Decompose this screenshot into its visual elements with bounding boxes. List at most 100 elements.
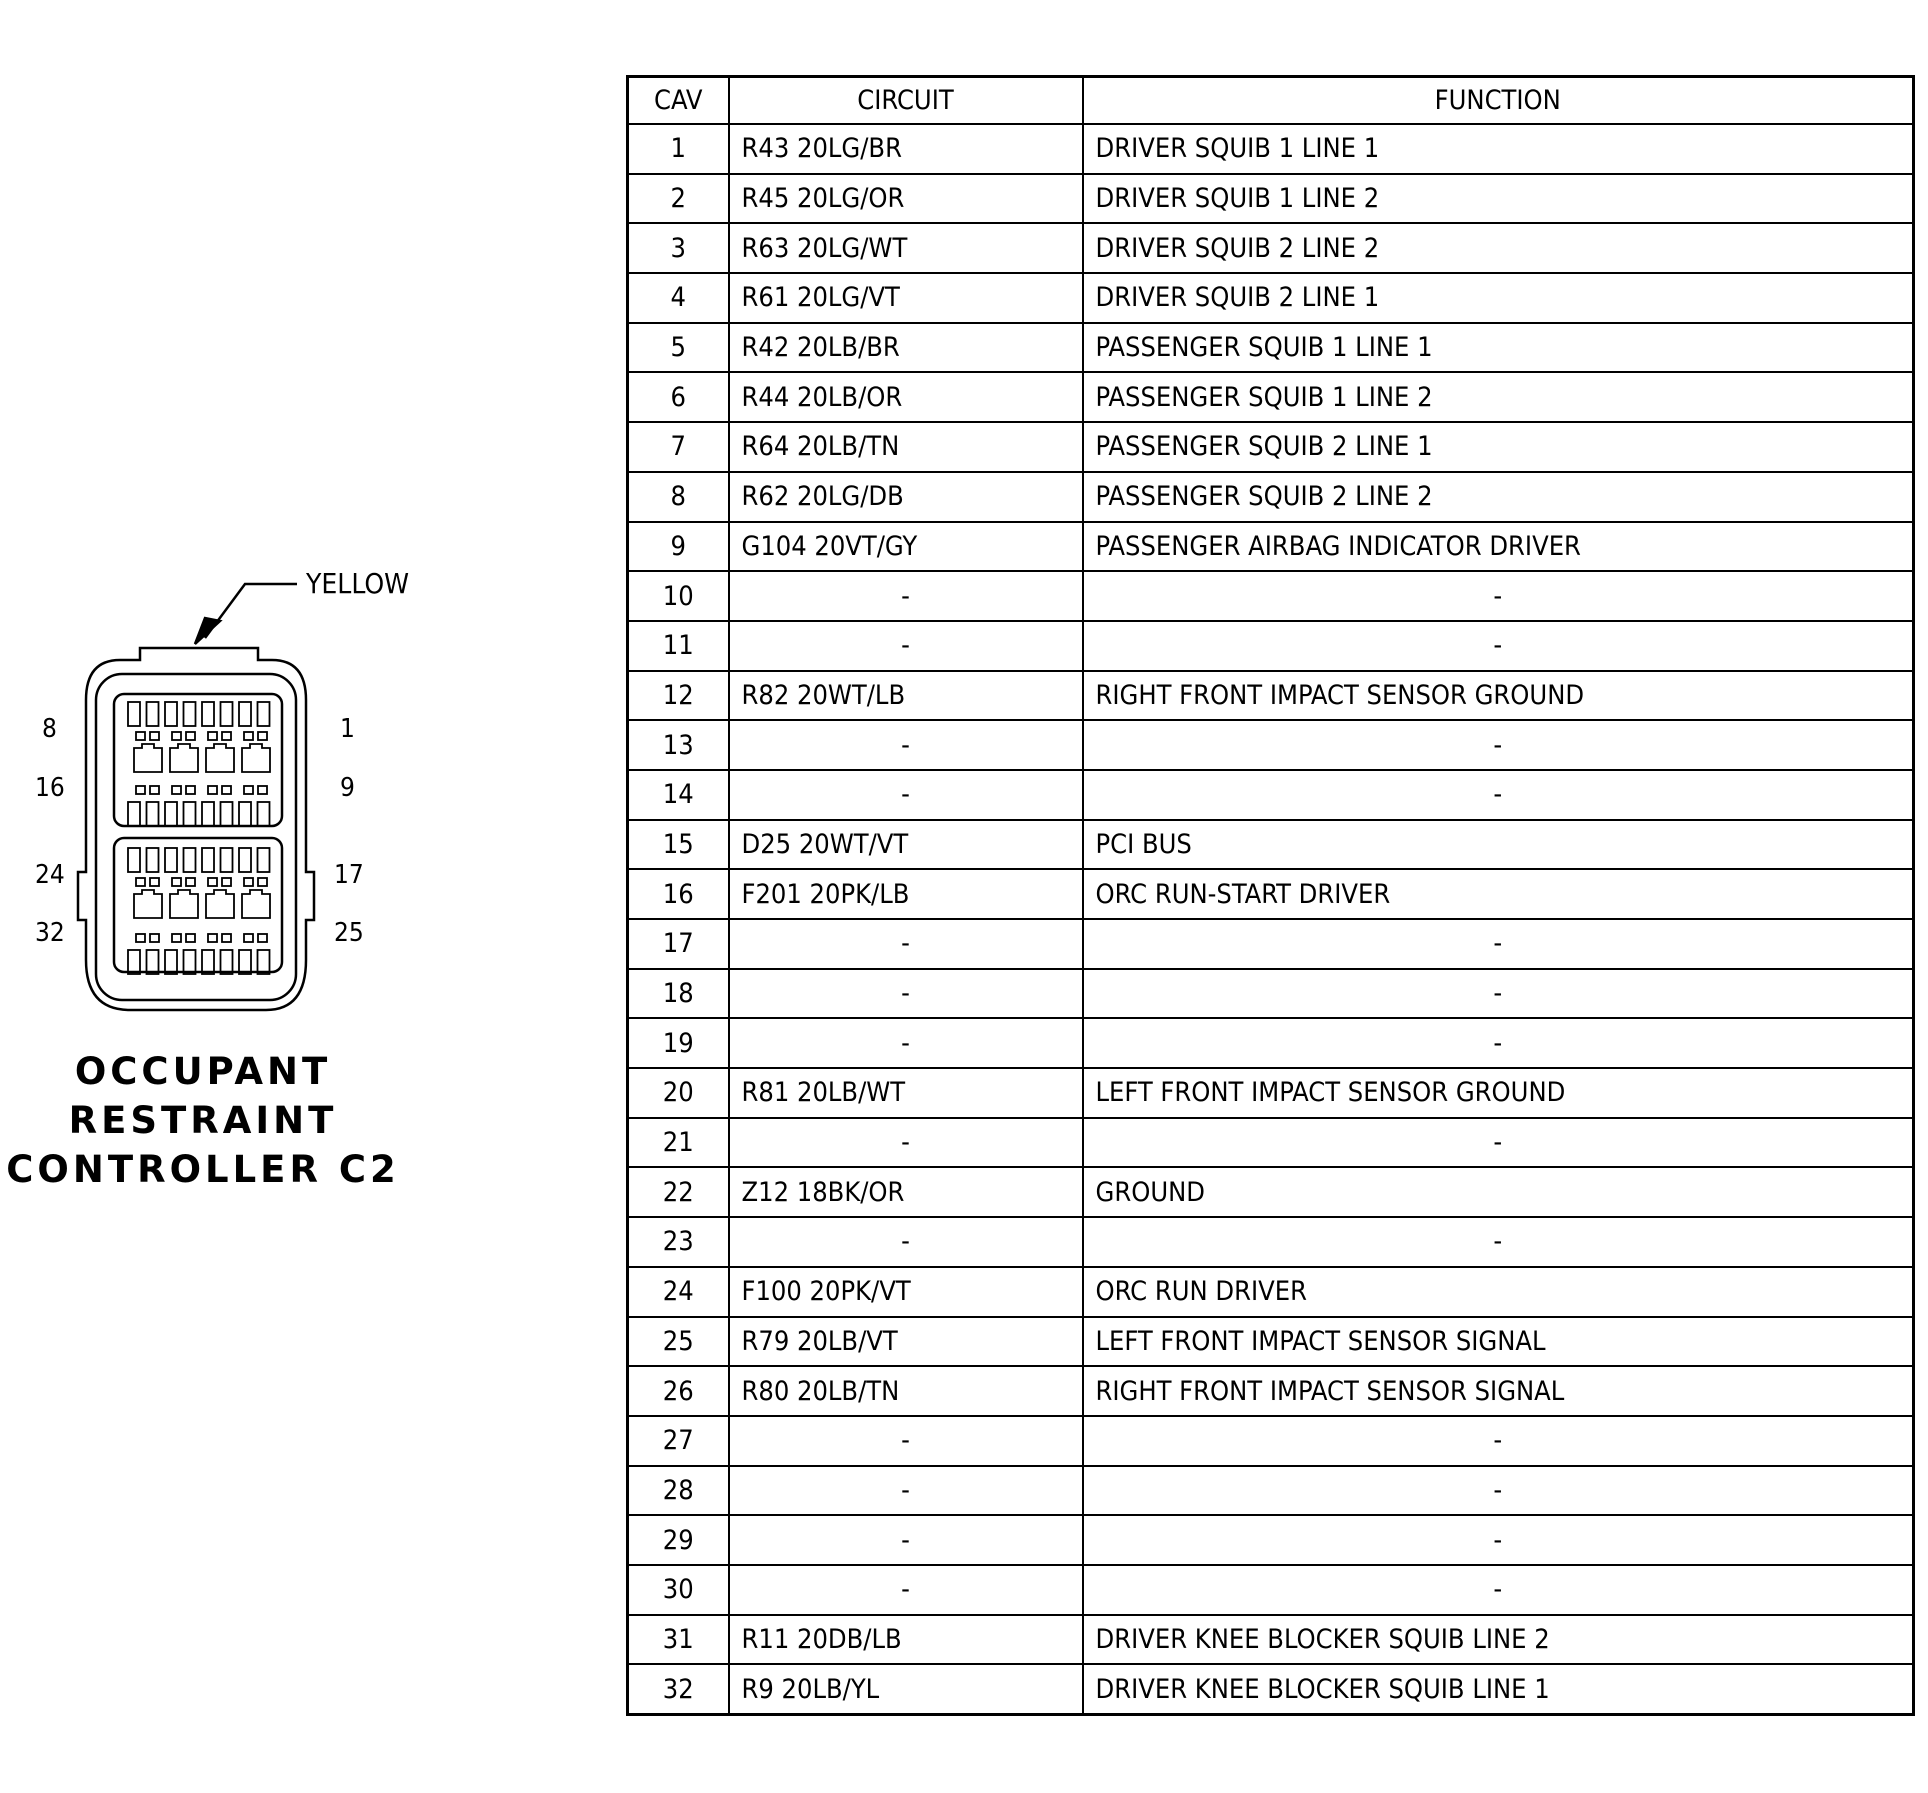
table-row: 30-- <box>626 1563 1915 1616</box>
pin-label-top-right: 1 <box>340 714 355 744</box>
cell-cav: 8 <box>626 470 730 523</box>
header-cav: CAV <box>626 75 730 125</box>
cell-cav: 27 <box>626 1414 730 1467</box>
cell-function: - <box>1081 1514 1915 1566</box>
connector-title-line-3: CONTROLLER C2 <box>6 1148 399 1191</box>
table-row: 27-- <box>626 1414 1915 1467</box>
cell-cav: 19 <box>626 1017 730 1070</box>
table-row: 17-- <box>626 918 1915 970</box>
cell-function: - <box>1081 570 1915 622</box>
color-callout-label: YELLOW <box>305 567 409 600</box>
table-header-row: CAV CIRCUIT FUNCTION <box>626 75 1915 125</box>
table-row: 28-- <box>626 1464 1915 1517</box>
cell-circuit: R43 20LG/BR <box>727 123 1084 175</box>
cell-cav: 6 <box>626 371 730 424</box>
cell-cav: 1 <box>626 123 730 175</box>
cell-circuit: F201 20PK/LB <box>727 868 1084 920</box>
table-row: 23-- <box>626 1216 1915 1268</box>
cell-cav: 14 <box>626 768 730 821</box>
cell-cav: 5 <box>626 321 730 374</box>
cell-cav: 32 <box>626 1663 730 1716</box>
cell-function: - <box>1081 1414 1915 1467</box>
cell-function: RIGHT FRONT IMPACT SENSOR GROUND <box>1081 669 1915 722</box>
cell-function: GROUND <box>1081 1166 1915 1219</box>
cell-function: - <box>1081 1116 1915 1169</box>
cell-cav: 13 <box>626 719 730 771</box>
cell-cav: 7 <box>626 421 730 473</box>
pin-label-bottom-left: 32 <box>35 918 65 948</box>
table-row: 19-- <box>626 1017 1915 1070</box>
cell-function: DRIVER SQUIB 2 LINE 1 <box>1081 272 1915 324</box>
cell-function: - <box>1081 1464 1915 1517</box>
cell-function: LEFT FRONT IMPACT SENSOR GROUND <box>1081 1067 1915 1119</box>
cell-cav: 25 <box>626 1315 730 1368</box>
table-row: 18-- <box>626 967 1915 1020</box>
cell-circuit: R79 20LB/VT <box>727 1315 1084 1368</box>
pin-label-top-left: 8 <box>42 714 57 744</box>
cell-cav: 15 <box>626 818 730 871</box>
cell-function: - <box>1081 1216 1915 1268</box>
cell-cav: 29 <box>626 1514 730 1566</box>
cell-function: - <box>1081 719 1915 771</box>
cell-cav: 18 <box>626 967 730 1020</box>
cell-circuit: R11 20DB/LB <box>727 1613 1084 1666</box>
header-function: FUNCTION <box>1081 75 1915 125</box>
cell-function: - <box>1081 768 1915 821</box>
cell-function: - <box>1081 1563 1915 1616</box>
cell-function: DRIVER KNEE BLOCKER SQUIB LINE 1 <box>1081 1663 1915 1716</box>
pin-label-mid-right: 9 <box>340 773 355 803</box>
cell-function: DRIVER SQUIB 1 LINE 1 <box>1081 123 1915 175</box>
cell-circuit: - <box>727 1514 1084 1566</box>
cell-function: DRIVER SQUIB 2 LINE 2 <box>1081 222 1915 275</box>
cell-circuit: G104 20VT/GY <box>727 520 1084 573</box>
cell-cav: 2 <box>626 172 730 225</box>
cell-circuit: - <box>727 1414 1084 1467</box>
cell-circuit: R80 20LB/TN <box>727 1365 1084 1417</box>
connector-title-line-2: RESTRAINT <box>69 1099 338 1142</box>
connector-title-line-1: OCCUPANT <box>75 1050 331 1093</box>
cell-circuit: R64 20LB/TN <box>727 421 1084 473</box>
connector-terminals <box>127 701 271 975</box>
cell-function: PASSENGER SQUIB 1 LINE 2 <box>1081 371 1915 424</box>
cell-function: RIGHT FRONT IMPACT SENSOR SIGNAL <box>1081 1365 1915 1417</box>
cell-cav: 9 <box>626 520 730 573</box>
connector-diagram: YELLOW 8 1 16 9 24 17 32 25 OCCUPANT RES… <box>6 567 409 1191</box>
cell-circuit: R62 20LG/DB <box>727 470 1084 523</box>
cell-function: - <box>1081 619 1915 672</box>
cell-circuit: R63 20LG/WT <box>727 222 1084 275</box>
cell-cav: 30 <box>626 1563 730 1616</box>
cell-cav: 21 <box>626 1116 730 1169</box>
cell-function: PASSENGER SQUIB 2 LINE 1 <box>1081 421 1915 473</box>
cell-circuit: - <box>727 570 1084 622</box>
cell-circuit: D25 20WT/VT <box>727 818 1084 871</box>
cell-function: PASSENGER SQUIB 1 LINE 1 <box>1081 321 1915 374</box>
table-row: 14-- <box>626 768 1915 821</box>
cell-cav: 20 <box>626 1067 730 1119</box>
cell-circuit: - <box>727 768 1084 821</box>
table-row: 21-- <box>626 1116 1915 1169</box>
cell-cav: 28 <box>626 1464 730 1517</box>
cell-cav: 22 <box>626 1166 730 1219</box>
cell-circuit: - <box>727 1017 1084 1070</box>
cell-cav: 26 <box>626 1365 730 1417</box>
cell-function: PCI BUS <box>1081 818 1915 871</box>
cell-circuit: R61 20LG/VT <box>727 272 1084 324</box>
cell-function: DRIVER KNEE BLOCKER SQUIB LINE 2 <box>1081 1613 1915 1666</box>
cell-function: ORC RUN-START DRIVER <box>1081 868 1915 920</box>
cell-cav: 31 <box>626 1613 730 1666</box>
cell-circuit: - <box>727 1216 1084 1268</box>
cell-cav: 3 <box>626 222 730 275</box>
header-circuit: CIRCUIT <box>727 75 1084 125</box>
